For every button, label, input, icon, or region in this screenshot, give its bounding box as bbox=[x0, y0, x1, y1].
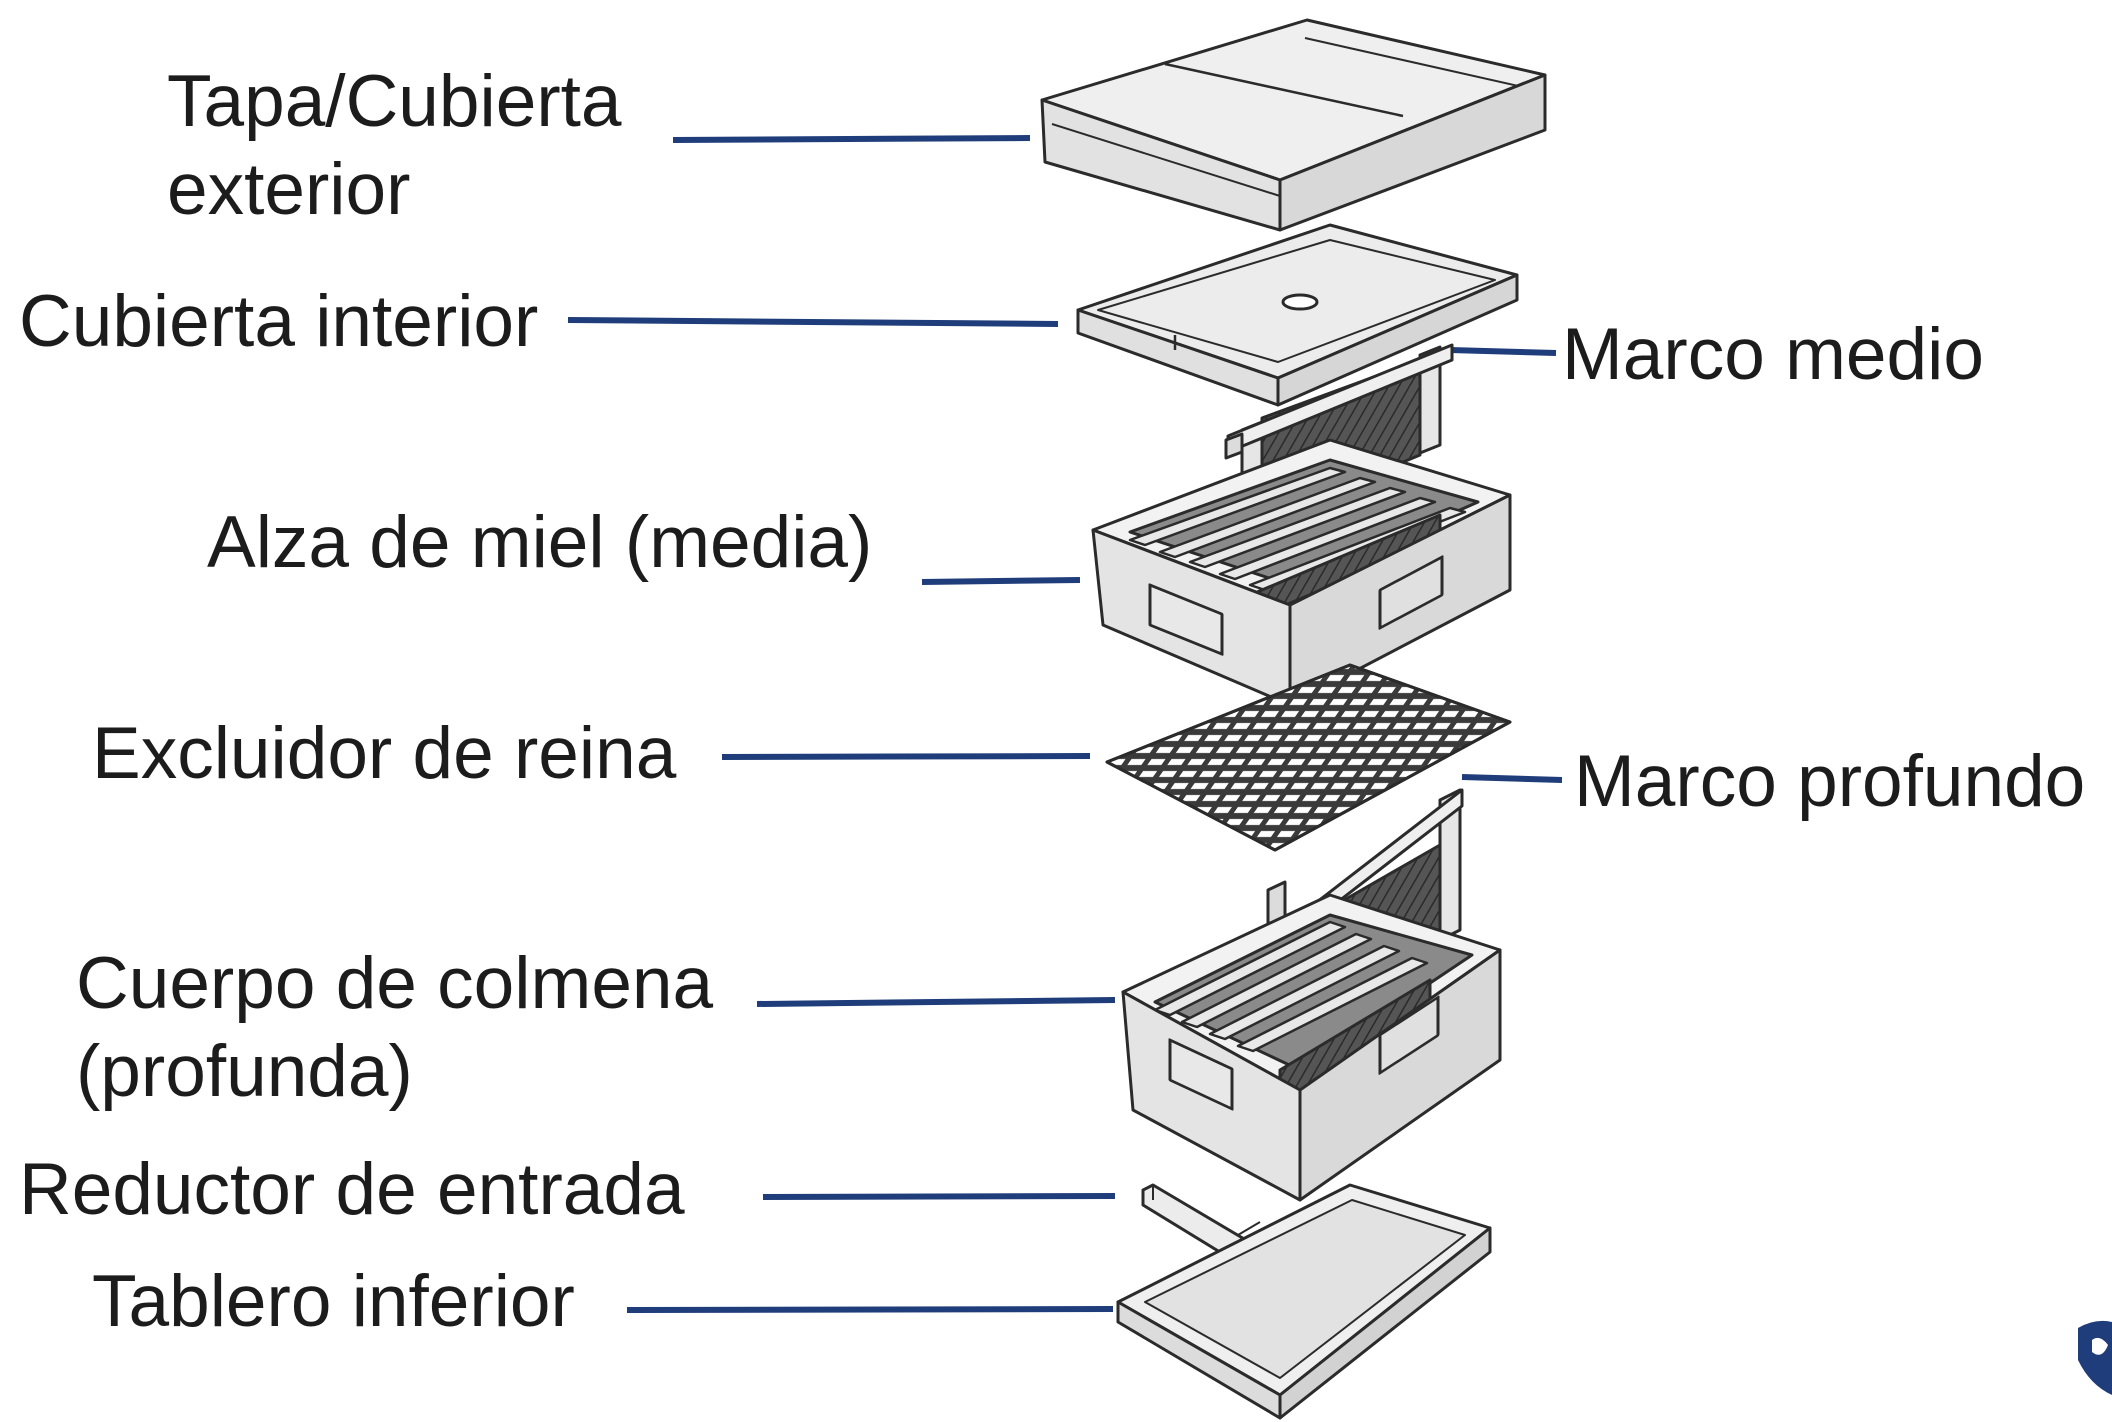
leader-inner-cover bbox=[567, 317, 1059, 327]
leader-bottom-board bbox=[626, 1306, 1114, 1313]
leader-deep-frame bbox=[1461, 774, 1563, 783]
label-outer-cover: Tapa/Cubierta exterior bbox=[167, 58, 622, 234]
outer-cover bbox=[1040, 18, 1547, 232]
honey-super bbox=[1091, 438, 1512, 707]
label-queen-excluder: Excluidor de reina bbox=[92, 713, 677, 794]
label-outer-cover-line1: Tapa/Cubierta bbox=[167, 61, 622, 142]
leader-hive-body bbox=[756, 997, 1116, 1007]
label-bottom-board: Tablero inferior bbox=[92, 1261, 575, 1342]
label-outer-cover-line2: exterior bbox=[167, 149, 411, 230]
label-deep-frame: Marco profundo bbox=[1574, 741, 2086, 822]
leader-queen-excluder bbox=[721, 753, 1091, 760]
leader-medium-frame bbox=[1449, 347, 1557, 356]
label-medium-frame: Marco medio bbox=[1562, 314, 1984, 395]
hive-body bbox=[1121, 893, 1502, 1202]
shield-logo-icon bbox=[2078, 1320, 2112, 1395]
label-hive-body-line1: Cuerpo de colmena bbox=[76, 943, 714, 1024]
label-hive-body-line2: (profunda) bbox=[76, 1031, 413, 1112]
leader-honey-super bbox=[921, 577, 1081, 585]
label-honey-super: Alza de miel (media) bbox=[207, 502, 873, 583]
label-inner-cover: Cubierta interior bbox=[19, 281, 539, 362]
leader-entrance-reducer bbox=[762, 1193, 1116, 1200]
label-hive-body: Cuerpo de colmena (profunda) bbox=[76, 940, 713, 1116]
inner-cover bbox=[1076, 223, 1519, 407]
bottom-board bbox=[1116, 1183, 1492, 1420]
label-entrance-reducer: Reductor de entrada bbox=[19, 1149, 685, 1230]
queen-excluder bbox=[1105, 663, 1512, 852]
leader-outer-cover bbox=[672, 135, 1031, 143]
